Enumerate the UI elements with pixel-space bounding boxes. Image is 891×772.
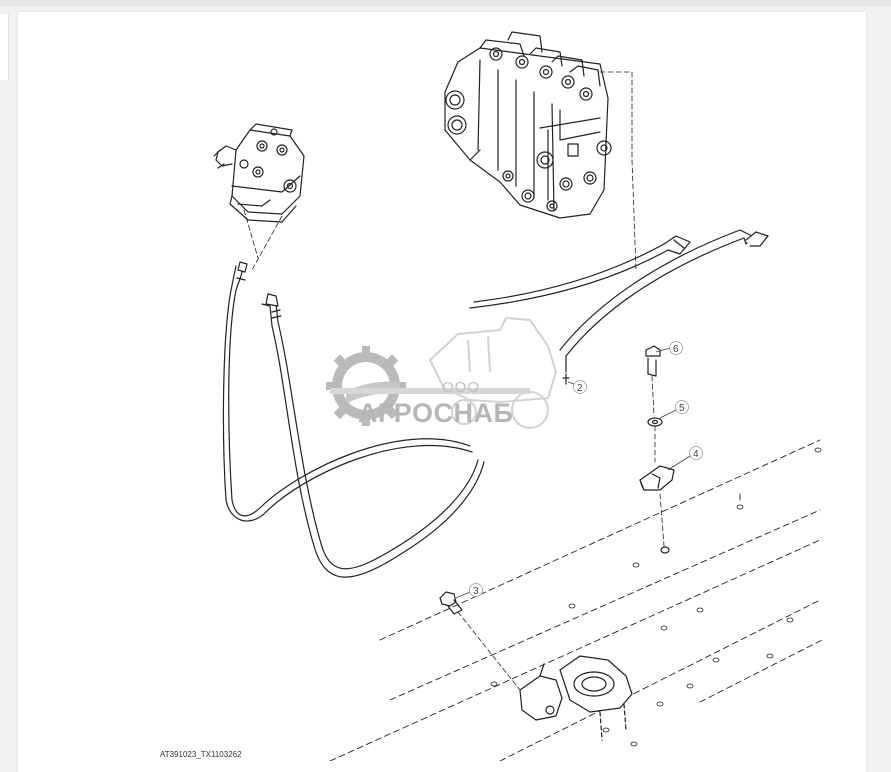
figure-id: AT391023_TX1103262 bbox=[160, 750, 242, 759]
control-valve-block bbox=[444, 31, 612, 219]
top-bar bbox=[0, 0, 891, 6]
callout-2: 2 bbox=[567, 380, 587, 394]
callout-label: 5 bbox=[679, 403, 685, 414]
callout-label: 6 bbox=[673, 344, 679, 355]
bolt-3 bbox=[439, 591, 463, 615]
steering-unit bbox=[213, 123, 305, 223]
hose-to-valve bbox=[469, 235, 691, 309]
frame-rail bbox=[329, 439, 823, 761]
hose-curved bbox=[559, 229, 769, 385]
callout-label: 4 bbox=[693, 449, 699, 460]
watermark-logo: ООО АГРОСНАБ bbox=[326, 316, 558, 429]
clip-4 bbox=[639, 465, 675, 491]
frame-holes bbox=[490, 447, 822, 747]
callout-label: 2 bbox=[577, 383, 583, 394]
side-tab bbox=[0, 14, 9, 80]
washer-5 bbox=[647, 417, 663, 427]
watermark-name: АГРОСНАБ bbox=[358, 398, 513, 428]
callout-4: 4 bbox=[667, 446, 703, 471]
callout-label: 3 bbox=[473, 586, 479, 597]
callout-6: 6 bbox=[655, 341, 683, 355]
hose-right bbox=[261, 293, 485, 578]
watermark-prefix: ООО bbox=[442, 379, 480, 396]
callout-3: 3 bbox=[455, 583, 483, 599]
frame-bracket bbox=[519, 655, 633, 741]
bolt-6 bbox=[645, 345, 661, 377]
callout-5: 5 bbox=[659, 400, 689, 419]
hose-left bbox=[222, 261, 473, 522]
